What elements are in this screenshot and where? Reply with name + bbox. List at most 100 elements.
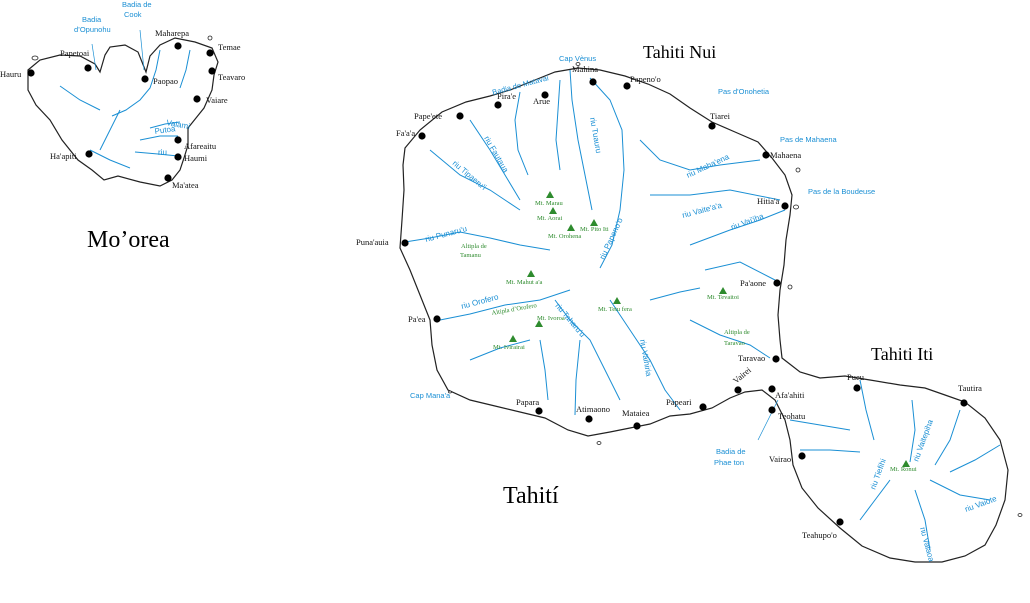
water-label-phaeton: Badia de Phae ton bbox=[714, 447, 748, 467]
peak-icon bbox=[719, 287, 727, 294]
town-dot-afaahiti[interactable] bbox=[768, 385, 776, 393]
town-dot-temae[interactable] bbox=[206, 49, 214, 57]
town-dot-papeete[interactable] bbox=[456, 112, 464, 120]
town-dot-teavaro[interactable] bbox=[208, 67, 216, 75]
peak-label: Mt. Tetu fera bbox=[598, 306, 632, 313]
region-label-tahiti-iti: Tahiti Iti bbox=[871, 344, 933, 364]
town-label-vaiare: Vaiare bbox=[206, 95, 228, 105]
town-dot-teahupoo[interactable] bbox=[836, 518, 844, 526]
river-path bbox=[689, 209, 786, 246]
town-dot-haapiti[interactable] bbox=[85, 150, 93, 158]
river-label-putoa: Putoa bbox=[154, 124, 177, 136]
tahiti-towns: Mahina Papeno'o Tiarei Mahaena Hitia'a P… bbox=[356, 64, 982, 540]
town-dot-pirae[interactable] bbox=[494, 101, 502, 109]
town-label-afareaitu: Afareaitu bbox=[184, 141, 217, 151]
town-dot-arue[interactable] bbox=[541, 91, 549, 99]
town-label-hauru: Hauru bbox=[0, 69, 22, 79]
town-label-maharepa: Maharepa bbox=[155, 28, 189, 38]
town-label-papara: Papara bbox=[516, 397, 539, 407]
town-dot-mahina[interactable] bbox=[589, 78, 597, 86]
town-label-teahupoo: Teahupo'o bbox=[802, 530, 837, 540]
town-label-teavaro: Teavaro bbox=[218, 72, 245, 82]
town-dot-afareaitu[interactable] bbox=[174, 136, 182, 144]
town-dot-paea[interactable] bbox=[433, 315, 441, 323]
town-label-atimaono: Atimaono bbox=[576, 404, 610, 414]
river-path bbox=[589, 77, 625, 269]
peak-icon bbox=[546, 191, 554, 198]
river-path bbox=[639, 139, 761, 171]
town-dot-mataiea[interactable] bbox=[633, 422, 641, 430]
town-label-punaauia: Puna'auia bbox=[356, 237, 389, 247]
peak-label: Mt. Orohena bbox=[548, 233, 581, 240]
water-label-mahaena: Pas de Mahaena bbox=[780, 135, 838, 144]
river-path bbox=[650, 189, 781, 201]
tahiti-peaks: Mt. Marau Mt. Aorai Mt. Pito Iti Mt. Oro… bbox=[493, 191, 917, 473]
town-dot-papeari[interactable] bbox=[699, 403, 707, 411]
peak-label: Mt. Mahut a'a bbox=[506, 279, 542, 286]
town-label-paaone: Pa'aone bbox=[740, 278, 766, 288]
water-label-onohetia: Pas d'Onohetia bbox=[718, 87, 770, 96]
town-label-haapiti: Ha'apiti bbox=[50, 151, 77, 161]
town-label-mahina: Mahina bbox=[572, 64, 598, 74]
leader-line bbox=[757, 399, 779, 441]
moorea-islet bbox=[31, 55, 39, 61]
islet bbox=[1017, 513, 1023, 517]
tahiti-coastline bbox=[399, 67, 1009, 563]
river-path bbox=[469, 339, 531, 361]
moorea-island: Hauru Papetoai Paopao Maharepa Temae Tea… bbox=[0, 0, 245, 253]
town-label-tiarei: Tiarei bbox=[710, 111, 731, 121]
town-dot-hauru[interactable] bbox=[27, 69, 35, 77]
town-dot-punaauia[interactable] bbox=[401, 239, 409, 247]
peak-icon bbox=[535, 320, 543, 327]
town-dot-papetoai[interactable] bbox=[84, 64, 92, 72]
island-label-moorea: Mo’orea bbox=[87, 227, 170, 253]
town-label-pueu: Pueu bbox=[847, 372, 865, 382]
town-label-papenoo: Papeno'o bbox=[630, 74, 661, 84]
river-path bbox=[574, 339, 581, 416]
town-dot-papenoo[interactable] bbox=[623, 82, 631, 90]
moorea-river-2 bbox=[179, 49, 191, 89]
peak-label: Mt. Tevaitoi bbox=[707, 294, 739, 301]
town-dot-tautira[interactable] bbox=[960, 399, 968, 407]
town-dot-faaa[interactable] bbox=[418, 132, 426, 140]
town-dot-taravao[interactable] bbox=[772, 355, 780, 363]
town-dot-teohatu[interactable] bbox=[768, 406, 776, 414]
town-dot-paaone[interactable] bbox=[773, 279, 781, 287]
moorea-river-8 bbox=[89, 149, 131, 169]
region-label-tahiti-nui: Tahiti Nui bbox=[643, 42, 716, 62]
town-label-tautira: Tautira bbox=[958, 383, 982, 393]
town-dot-papara[interactable] bbox=[535, 407, 543, 415]
town-label-vairao: Vairao bbox=[769, 454, 791, 464]
moorea-river-5 bbox=[134, 151, 179, 157]
town-dot-maharepa[interactable] bbox=[174, 42, 182, 50]
town-dot-tiarei[interactable] bbox=[708, 122, 716, 130]
moorea-islet bbox=[207, 35, 213, 41]
peak-label: Mt. Ronui bbox=[890, 466, 917, 473]
leader-line bbox=[91, 43, 97, 71]
peak-label: Mt. Ivirairai bbox=[493, 344, 525, 351]
water-label-cap-venus: Cap Vènus bbox=[559, 54, 596, 63]
town-dot-atimaono[interactable] bbox=[585, 415, 593, 423]
river-path bbox=[914, 489, 931, 551]
peak-icon bbox=[613, 297, 621, 304]
town-dot-vairei[interactable] bbox=[734, 386, 742, 394]
town-dot-vairao[interactable] bbox=[798, 452, 806, 460]
peak-label: Mt. Ivoroa bbox=[537, 315, 565, 322]
town-dot-hitiaa[interactable] bbox=[781, 202, 789, 210]
river-path bbox=[800, 449, 861, 453]
town-dot-mahaena[interactable] bbox=[762, 151, 770, 159]
river-path bbox=[909, 399, 916, 463]
moorea-river-3 bbox=[149, 121, 181, 129]
river-path bbox=[404, 231, 551, 251]
town-dot-vaiare[interactable] bbox=[193, 95, 201, 103]
town-label-mahaena: Mahaena bbox=[770, 150, 801, 160]
town-dot-haumi[interactable] bbox=[174, 153, 182, 161]
town-dot-maatea[interactable] bbox=[164, 174, 172, 182]
town-dot-pueu[interactable] bbox=[853, 384, 861, 392]
island-label-tahiti: Tahití bbox=[503, 483, 559, 509]
river-path bbox=[949, 444, 1001, 473]
peak-icon bbox=[509, 335, 517, 342]
river-path bbox=[789, 419, 851, 431]
town-dot-paopao[interactable] bbox=[141, 75, 149, 83]
